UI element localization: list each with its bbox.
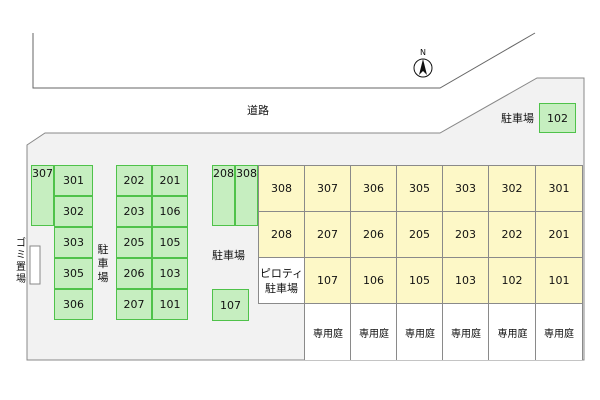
unit-box: 206 — [350, 211, 397, 258]
private-garden: 専用庭 — [535, 304, 583, 360]
parking-space: 105 — [152, 227, 188, 258]
parking-space: 103 — [152, 258, 188, 289]
parking-space: 106 — [152, 196, 188, 227]
parking-space: 203 — [116, 196, 152, 227]
garbage-area — [29, 245, 41, 285]
parking-space-208: 208 — [212, 165, 235, 226]
unit-box: 301 — [535, 165, 583, 212]
private-garden: 専用庭 — [304, 304, 351, 360]
garbage-label: ゴミ置場 — [16, 238, 26, 285]
piloti-parking: ピロティ 駐車場 — [258, 257, 305, 304]
private-garden: 専用庭 — [442, 304, 489, 360]
parking-space: 301 — [54, 165, 93, 196]
unit-box: 201 — [535, 211, 583, 258]
parking-space: 305 — [54, 258, 93, 289]
parking-space-107: 107 — [212, 289, 249, 321]
parking-space: 302 — [54, 196, 93, 227]
unit-box: 303 — [442, 165, 489, 212]
unit-box: 308 — [258, 165, 305, 212]
road-edge-line — [32, 32, 536, 89]
parking-space: 101 — [152, 289, 188, 320]
unit-box: 102 — [488, 257, 536, 304]
unit-box: 305 — [396, 165, 443, 212]
private-garden: 専用庭 — [350, 304, 397, 360]
parking-space-102: 102 — [539, 103, 576, 133]
road-label: 道路 — [247, 104, 269, 117]
unit-box: 306 — [350, 165, 397, 212]
parking-label-vertical: 駐車場 — [97, 243, 109, 284]
private-garden: 専用庭 — [396, 304, 443, 360]
unit-box: 307 — [304, 165, 351, 212]
north-label: N — [420, 48, 426, 57]
parking-label-center: 駐車場 — [212, 249, 245, 262]
unit-box: 105 — [396, 257, 443, 304]
unit-box: 205 — [396, 211, 443, 258]
parking-space: 306 — [54, 289, 93, 320]
north-arrow-icon: N — [410, 48, 436, 80]
piloti-parking-label: 駐車場 — [265, 281, 298, 295]
unit-box: 203 — [442, 211, 489, 258]
unit-box: 106 — [350, 257, 397, 304]
parking-label-top-right: 駐車場 — [501, 112, 534, 125]
parking-space-307: 307 — [31, 165, 54, 226]
parking-space: 202 — [116, 165, 152, 196]
unit-box: 208 — [258, 211, 305, 258]
parking-space: 205 — [116, 227, 152, 258]
unit-box: 103 — [442, 257, 489, 304]
parking-space-308: 308 — [235, 165, 258, 226]
parking-space: 206 — [116, 258, 152, 289]
piloti-label: ピロティ — [259, 266, 304, 280]
unit-box: 202 — [488, 211, 536, 258]
unit-box: 207 — [304, 211, 351, 258]
unit-box: 302 — [488, 165, 536, 212]
unit-box: 101 — [535, 257, 583, 304]
parking-space: 207 — [116, 289, 152, 320]
private-garden: 専用庭 — [488, 304, 536, 360]
parking-space: 303 — [54, 227, 93, 258]
parking-space: 201 — [152, 165, 188, 196]
unit-box: 107 — [304, 257, 351, 304]
